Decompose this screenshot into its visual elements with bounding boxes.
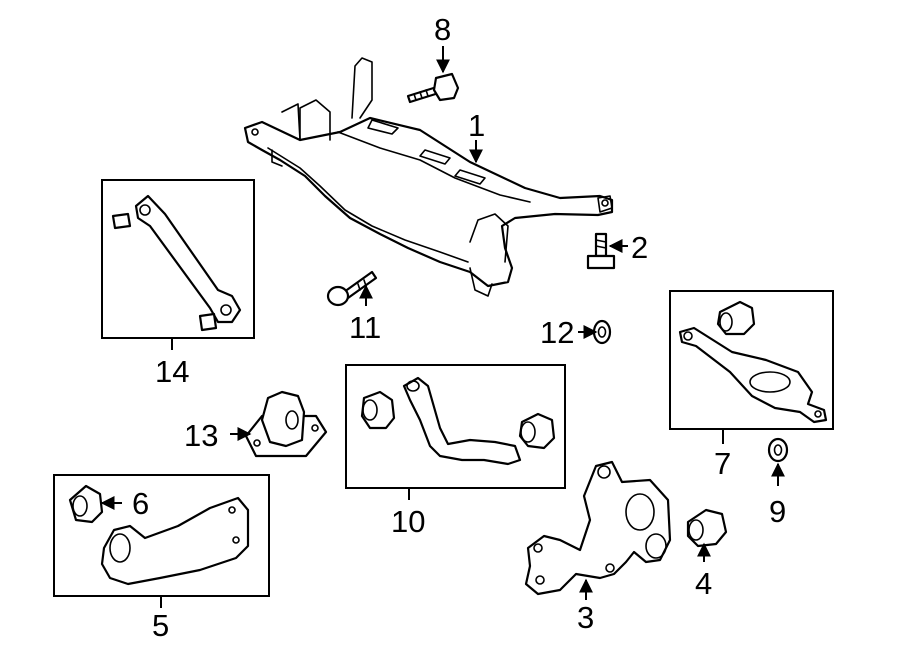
callout-12: 12 — [540, 315, 574, 350]
callout-9: 9 — [769, 494, 786, 529]
callout-13: 13 — [184, 418, 218, 453]
box-part-7 — [669, 290, 834, 430]
washer-part-12 — [592, 319, 612, 345]
leader-lines — [100, 46, 785, 608]
callout-8: 8 — [434, 12, 451, 47]
lateral-link-part-14 — [111, 194, 242, 332]
box-part-14 — [101, 179, 255, 339]
control-arm-part-10 — [360, 376, 556, 466]
callout-labels: 1 2 3 4 5 6 7 8 9 10 11 12 13 14 — [132, 12, 786, 643]
bolt-part-8 — [406, 72, 460, 104]
callout-7: 7 — [714, 446, 731, 481]
trailing-arm-part-5 — [68, 484, 250, 586]
callout-4: 4 — [695, 566, 712, 601]
box-part-10 — [345, 364, 566, 489]
callout-5: 5 — [152, 608, 169, 643]
mount-part-13 — [244, 390, 328, 458]
knuckle-part-3 — [524, 460, 672, 596]
callout-14: 14 — [155, 354, 189, 389]
washer-part-9 — [767, 437, 789, 463]
bolt-part-2 — [586, 232, 616, 270]
callout-6: 6 — [132, 486, 149, 521]
callout-1: 1 — [468, 108, 485, 143]
subframe-part-1 — [243, 57, 614, 297]
callout-10: 10 — [391, 504, 425, 539]
lower-arm-part-7 — [678, 300, 828, 424]
bolt-part-11 — [326, 270, 378, 307]
callout-3: 3 — [577, 600, 594, 635]
bushing-part-4 — [686, 508, 728, 548]
callout-2: 2 — [631, 230, 648, 265]
callout-11: 11 — [349, 310, 381, 345]
